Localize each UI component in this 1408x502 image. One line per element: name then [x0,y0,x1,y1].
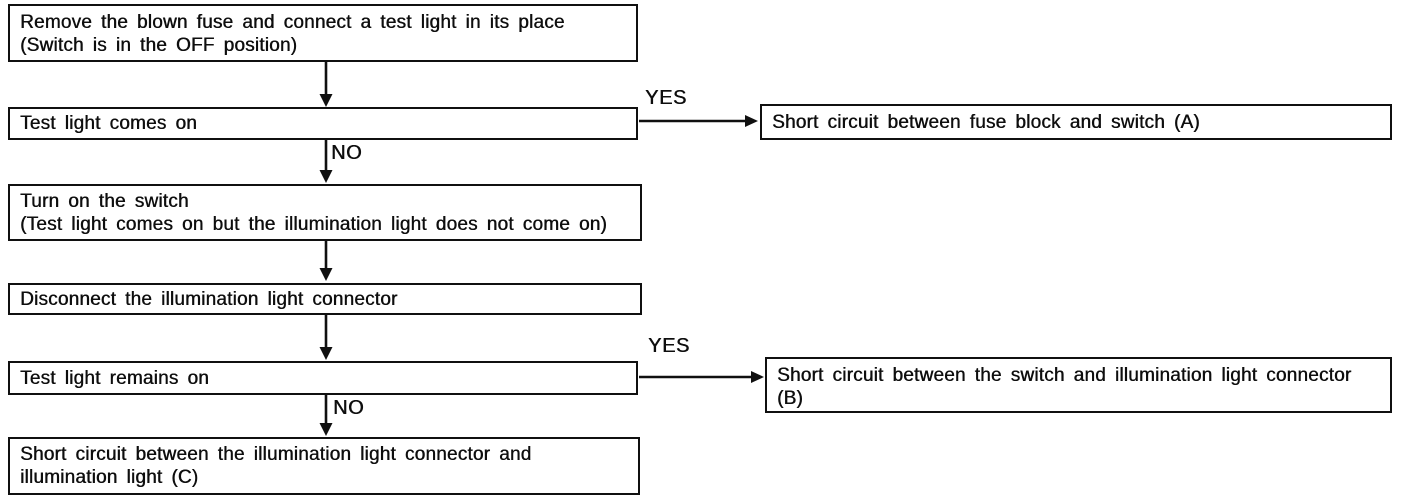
edge-label-no-top: NO [331,142,363,164]
node-text-line: Disconnect the illumination light connec… [20,288,398,310]
node-disconnect-connector: Disconnect the illumination light connec… [8,283,642,315]
arrow-test2-no-to-resultC [319,395,333,436]
edge-label-yes-bottom: YES [648,335,690,357]
node-test-light-comes-on: Test light comes on [8,107,638,140]
arrow-step3-to-test2 [319,315,333,360]
edge-label-no-bottom: NO [333,397,365,419]
node-result-c: Short circuit between the illumination l… [8,437,640,495]
node-text-line: Short circuit between the switch and ill… [777,365,1352,386]
node-text-line: (B) [777,388,803,409]
node-text-line: (Test light comes on but the illuminatio… [20,214,607,235]
node-remove-fuse: Remove the blown fuse and connect a test… [8,4,638,62]
arrow-step1-to-test1 [319,62,333,107]
node-text-line: Turn on the switch [20,191,189,212]
node-result-b: Short circuit between the switch and ill… [765,357,1392,413]
node-test-light-remains-on: Test light remains on [8,361,638,395]
node-text-line: Remove the blown fuse and connect a test… [20,12,565,33]
node-text-line: (Switch is in the OFF position) [20,35,298,56]
arrow-step2-to-step3 [319,241,333,281]
node-text-line: Short circuit between fuse block and swi… [772,111,1200,133]
node-text-line: Short circuit between the illumination l… [20,444,532,465]
node-result-a: Short circuit between fuse block and swi… [760,104,1392,140]
node-turn-on-switch: Turn on the switch (Test light comes on … [8,184,642,241]
edge-label-yes-top: YES [645,87,687,109]
node-text-line: illumination light (C) [20,467,199,488]
node-text-line: Test light comes on [20,113,197,134]
arrow-test2-yes-to-resultB [639,371,764,383]
arrow-test1-yes-to-resultA [639,115,758,127]
node-text-line: Test light remains on [20,367,209,389]
